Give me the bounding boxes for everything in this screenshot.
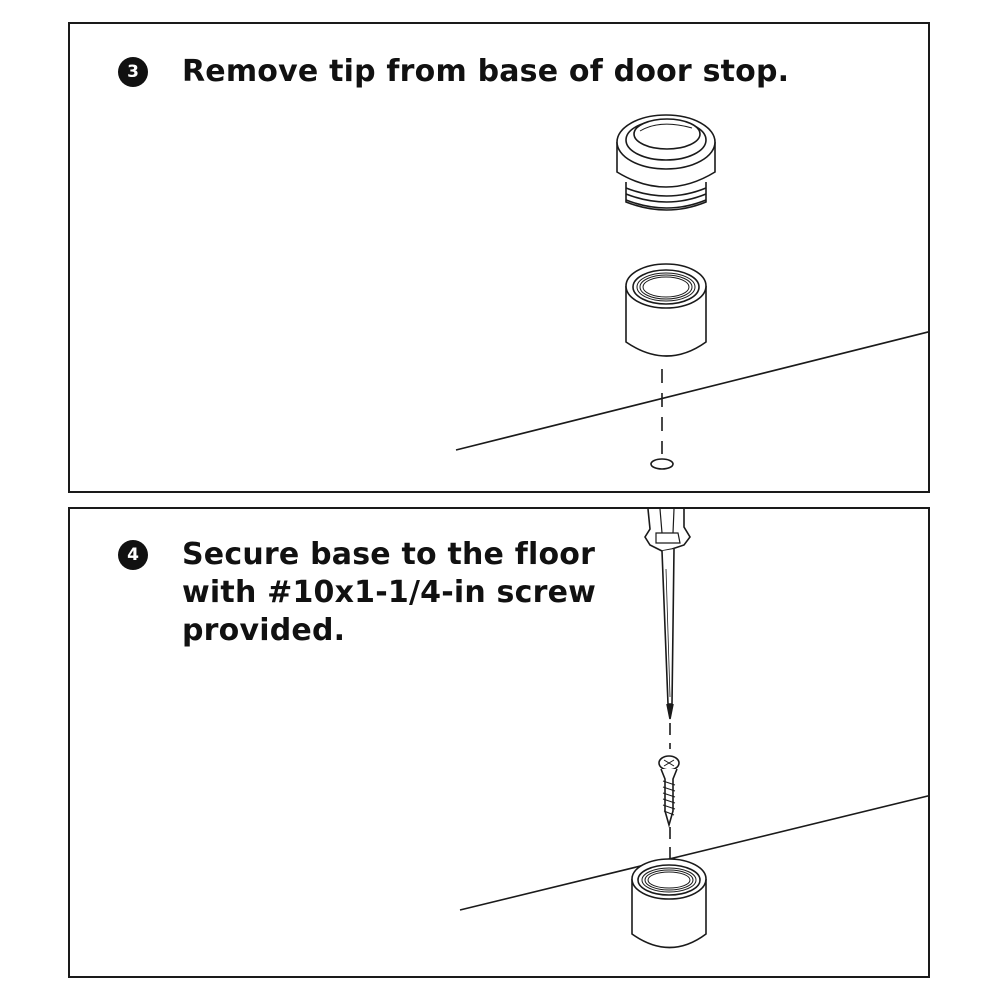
step-4-instruction-line: with #10x1-1/4-in screw	[182, 575, 597, 610]
step-4-number-badge: 4	[118, 540, 148, 570]
door-stop-tip-icon	[616, 114, 716, 211]
step-4-instruction-line: provided.	[182, 613, 346, 648]
floor-line-icon	[455, 331, 928, 451]
door-stop-base-icon	[625, 263, 707, 357]
floor-line-icon	[459, 795, 928, 911]
step-4-instruction: Secure base to the floor with #10x1-1/4-…	[182, 536, 596, 650]
step-4-header: 4 Secure base to the floor with #10x1-1/…	[118, 536, 596, 650]
door-stop-base-icon	[631, 858, 707, 949]
step-3-header: 3 Remove tip from base of door stop.	[118, 53, 789, 91]
step-4-illustration	[459, 509, 928, 949]
step-3-illustration	[455, 114, 928, 470]
step-3-panel: 3 Remove tip from base of door stop.	[68, 22, 930, 493]
step-4-instruction-line: Secure base to the floor	[182, 537, 596, 572]
step-3-number-badge: 3	[118, 57, 148, 87]
screw-icon	[658, 755, 680, 828]
screw-hole-icon	[650, 458, 674, 470]
screwdriver-icon	[644, 509, 691, 720]
step-4-panel: 4 Secure base to the floor with #10x1-1/…	[68, 507, 930, 978]
step-3-instruction: Remove tip from base of door stop.	[182, 54, 790, 89]
